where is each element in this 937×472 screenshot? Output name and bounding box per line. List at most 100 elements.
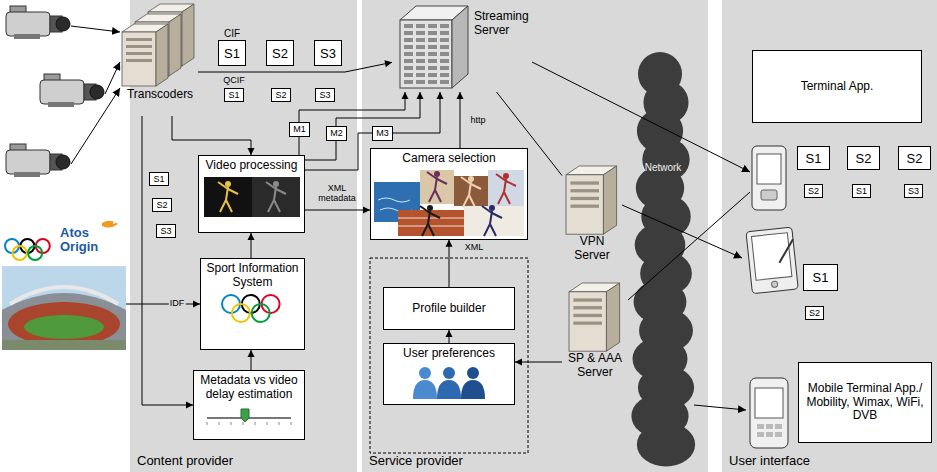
olympic-rings: [217, 294, 289, 324]
node-text: Streaming Server: [474, 4, 532, 38]
network-cloud: Network: [632, 52, 694, 464]
stream-box-small: S1: [224, 88, 244, 102]
edge-label: IDF: [169, 298, 186, 308]
stream-box: S1: [797, 146, 830, 170]
stream-box: S3: [314, 40, 342, 66]
node-text: M1: [293, 125, 306, 134]
camera-wire: [105, 62, 120, 94]
process-box: Camera selection: [370, 148, 528, 240]
process-box: Metadata vs video delay estimation: [193, 370, 305, 440]
server-icon: [568, 282, 622, 352]
interface-panel: User interfaceTerminal App.S1S2S2S2S1S3S…: [722, 0, 937, 472]
node-text: Transcoders: [127, 88, 193, 102]
arrowhead: [363, 207, 370, 214]
provider-panel: Service providerStreaming ServerM3Camera…: [362, 0, 708, 472]
connector: [251, 233, 252, 258]
illustration: [392, 4, 472, 90]
node-text: Content provider: [137, 454, 357, 469]
node-text: Camera selection: [402, 152, 495, 166]
node-text: S1: [856, 187, 867, 196]
node-text: M3: [376, 129, 389, 138]
illustration: [217, 294, 289, 324]
arrowhead: [248, 148, 255, 155]
illustration: [204, 177, 300, 217]
node-text: S1: [813, 271, 829, 284]
node-text: Network: [645, 162, 682, 174]
connector: [336, 92, 420, 126]
edge-label: http: [470, 115, 485, 125]
source-picture: Atos Origin: [2, 218, 126, 350]
node-text: M2: [330, 129, 343, 138]
phone-icon: [752, 146, 786, 210]
network-wire: [622, 205, 742, 258]
illustration: [565, 165, 619, 235]
stream-box: S2: [266, 40, 294, 66]
metadata-box: M1: [289, 122, 310, 137]
camera-icon: [6, 6, 70, 39]
stream-box: S1: [218, 40, 246, 66]
tablet-icon: [746, 227, 798, 293]
stream-box-small: S2: [804, 184, 823, 198]
connector: [299, 92, 405, 122]
metadata-box: M2: [326, 126, 347, 141]
camera-icon: [40, 74, 104, 107]
connector: [449, 240, 450, 287]
node-text: S2: [272, 47, 288, 60]
node-text: S3: [319, 91, 330, 100]
edge-label-holder: XML: [465, 243, 484, 253]
connector: [497, 92, 562, 176]
sport-photos: [374, 170, 524, 236]
transcoder-node: Transcoders: [122, 4, 198, 116]
connector: [305, 141, 336, 160]
server-node: VPN Server: [562, 165, 622, 263]
connector: [251, 350, 252, 370]
network-wire: [628, 192, 750, 300]
node-text: Profile builder: [412, 302, 485, 316]
metadata-box: M3: [372, 126, 393, 141]
stream-box-small: S1: [149, 172, 169, 186]
stream-box: S2: [898, 146, 931, 170]
camera-wire: [71, 26, 120, 32]
stream-box-small: S3: [904, 184, 923, 198]
node-text: User interface: [729, 454, 937, 469]
edge-label: XML metadata: [318, 183, 356, 203]
node-text: Video processing: [206, 159, 298, 173]
users-icon: [409, 365, 489, 399]
illustration: [122, 4, 198, 88]
process-box: Sport Information System: [200, 258, 305, 350]
node-text: VPN Server: [562, 235, 622, 263]
app-box: Mobile Terminal App./ Mobility, Wimax, W…: [798, 362, 932, 443]
node-text: S1: [806, 152, 822, 165]
illustration: [374, 170, 524, 236]
dashed-group: [370, 258, 528, 453]
connector: [305, 210, 370, 211]
edge-label-holder: IDF: [169, 299, 186, 309]
node-text: S3: [320, 47, 336, 60]
arrowhead: [515, 359, 522, 366]
stream-box-small: S2: [152, 198, 172, 212]
node-text: S2: [809, 309, 820, 318]
node-text: S2: [907, 152, 923, 165]
connector: [172, 116, 251, 155]
stream-box-small: S3: [156, 224, 176, 238]
network-wire: [532, 62, 750, 172]
node-text: S3: [160, 227, 171, 236]
connector: [198, 62, 392, 72]
edge-label-holder: http: [470, 116, 485, 126]
node-text: Mobile Terminal App./ Mobility, Wimax, W…: [803, 382, 927, 423]
format-label: QCIF: [223, 75, 245, 85]
process-box: Video processing: [198, 155, 305, 233]
node-text: S2: [856, 152, 872, 165]
node-text: S2: [275, 91, 286, 100]
stream-box-small: S3: [315, 88, 335, 102]
server-node: SP & AAA Server: [562, 282, 628, 380]
arrowhead: [402, 92, 409, 99]
node-text: Terminal App.: [801, 80, 874, 94]
network-wire: [694, 405, 746, 410]
connector: [299, 137, 300, 155]
node-text: S1: [153, 175, 164, 184]
illustration: [201, 406, 297, 426]
stream-box-small: S1: [852, 184, 871, 198]
phone-icon: [750, 378, 788, 448]
node-text: S2: [156, 201, 167, 210]
